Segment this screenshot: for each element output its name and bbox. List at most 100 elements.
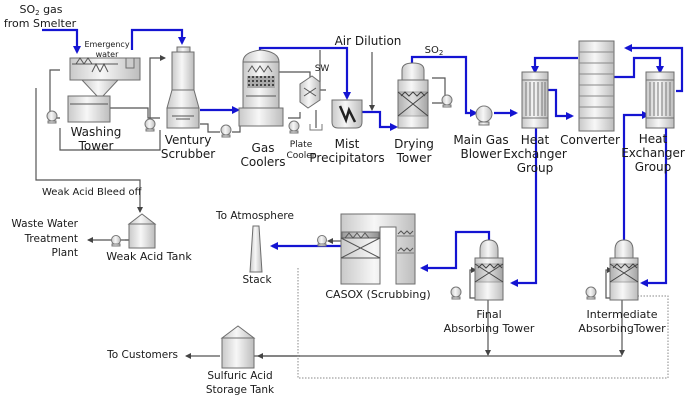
cooler-pump-line — [288, 112, 301, 119]
pump-icon — [111, 235, 121, 247]
plate-cooler-label-1: Plate — [289, 140, 313, 150]
hx1-label-3: Group — [516, 161, 554, 175]
emergency-water-label-2: water — [95, 50, 119, 59]
venturi-scrubber — [166, 46, 200, 129]
venturi-recirc-line — [149, 55, 166, 122]
drying-tower-label-2: Tower — [396, 151, 432, 165]
converter-to-hx2-gas — [614, 56, 664, 79]
inter-abs-label-1: Intermediate — [586, 308, 658, 321]
inter-abs-label-2: AbsorbingTower — [578, 322, 666, 335]
so2-subscript: 2 — [35, 9, 40, 17]
to-customers-label: To Customers — [107, 349, 178, 361]
washing-tower-label-2: Tower — [78, 139, 114, 153]
casox-scrubber — [340, 213, 416, 285]
inter-abs-to-hx2-gas — [622, 111, 650, 243]
wwtp-label-2: Treatment — [24, 233, 78, 245]
pump-icon — [288, 120, 300, 134]
gas-text: gas — [39, 3, 63, 16]
pump-icon — [220, 124, 232, 138]
air-dilution-label: Air Dilution — [334, 34, 402, 48]
mist-to-drying-gas — [360, 110, 398, 131]
sulfuric-acid-storage-tank — [220, 325, 256, 369]
final-absorbing-tower — [474, 239, 504, 301]
washing-tower-tank — [67, 95, 111, 123]
pump-icon — [450, 286, 462, 300]
bleed-left-line — [35, 88, 143, 213]
converter — [578, 40, 615, 132]
so2-top-text: SO — [424, 45, 439, 56]
final-abs-top-to-casox-gas — [420, 230, 491, 272]
final-abs-label-2: Absorbing Tower — [443, 322, 535, 335]
hx2-label-1: Heat — [638, 132, 668, 146]
plate-cooler-label-2: Cooler — [286, 151, 316, 161]
pumps — [46, 94, 597, 300]
pump-icon — [144, 118, 156, 132]
so2-top-label: SO2 — [425, 44, 444, 60]
gas-coolers-label-1: Gas — [251, 141, 275, 155]
drying-to-blower-gas — [410, 55, 478, 117]
final-recirc-line — [469, 267, 477, 299]
pump-icon — [441, 94, 453, 108]
weak-acid-bleed-label: Weak Acid Bleed off — [42, 187, 142, 198]
mist-label-2: Precipitators — [309, 151, 385, 165]
plate-cooler — [299, 75, 323, 131]
emergency-water-label-1: Emergency — [84, 40, 130, 49]
hx1-label-2: Exchanger — [503, 147, 567, 161]
hx2-to-converter-gas — [624, 44, 684, 93]
venturi-label-1: Ventury — [164, 133, 212, 147]
drying-recirc-line — [432, 77, 446, 104]
converter-label: Converter — [560, 133, 620, 147]
intermediate-absorbing-tower — [609, 239, 639, 301]
hx2-label-3: Group — [634, 160, 672, 174]
main-gas-blower-icon — [475, 105, 493, 126]
blower-label-1: Main Gas — [453, 133, 509, 147]
storage-tank-label-2: Storage Tank — [205, 384, 275, 396]
mist-label-1: Mist — [334, 137, 360, 151]
inter-recirc-line — [605, 267, 613, 299]
pump-icon — [585, 286, 597, 300]
washing-tower — [67, 57, 141, 123]
stack — [249, 225, 263, 273]
heat-exchanger-group-1 — [521, 71, 549, 129]
hx1-label-1: Heat — [520, 133, 550, 147]
sw-label: SW — [314, 64, 330, 74]
wwtp-label-1: Waste Water — [11, 218, 78, 230]
stack-label: Stack — [242, 274, 272, 286]
gas-coolers-label-2: Coolers — [240, 155, 286, 169]
venturi-pump-line — [200, 123, 220, 133]
drying-tower — [397, 62, 429, 129]
hx1-to-converter-gas — [546, 88, 574, 120]
drying-tower-label-1: Drying — [394, 137, 434, 151]
so2-text: SO — [19, 3, 36, 16]
washing-tower-label-1: Washing — [70, 125, 122, 139]
pump-icon — [46, 110, 58, 124]
casox-label: CASOX (Scrubbing) — [325, 288, 431, 301]
wash-bottom-line — [59, 128, 161, 151]
dotted-return-line — [297, 268, 669, 379]
so2-gas-label: SO2 gas — [19, 3, 62, 20]
weak-acid-tank-label: Weak Acid Tank — [106, 250, 192, 263]
storage-tank-label-1: Sulfuric Acid — [207, 370, 273, 382]
venturi-label-2: Scrubber — [160, 147, 216, 161]
washing-tower-cone — [80, 79, 120, 97]
so2-inlet-line — [42, 28, 81, 54]
mist-precipitator — [331, 99, 363, 129]
hx2-label-2: Exchanger — [621, 146, 685, 160]
wwtp-label-3: Plant — [51, 247, 78, 259]
weak-acid-tank — [127, 213, 157, 249]
hx1-to-final-abs-gas — [510, 128, 538, 287]
blower-label-2: Blower — [460, 147, 502, 161]
gas-lines — [42, 28, 684, 287]
gas-coolers — [238, 49, 284, 127]
heat-exchanger-group-2 — [645, 71, 675, 129]
pump-icon — [317, 235, 327, 247]
so2-top-subscript: 2 — [438, 49, 444, 57]
from-smelter-label: from Smelter — [3, 17, 77, 30]
washing-to-venturi-gas — [130, 28, 186, 50]
to-atmosphere-label: To Atmosphere — [216, 210, 294, 222]
washing-to-venturi-line — [108, 107, 160, 119]
hx2-to-inter-abs-gas — [640, 128, 668, 287]
final-abs-label-1: Final — [476, 308, 502, 321]
converter-to-hx1-gas — [531, 56, 578, 74]
